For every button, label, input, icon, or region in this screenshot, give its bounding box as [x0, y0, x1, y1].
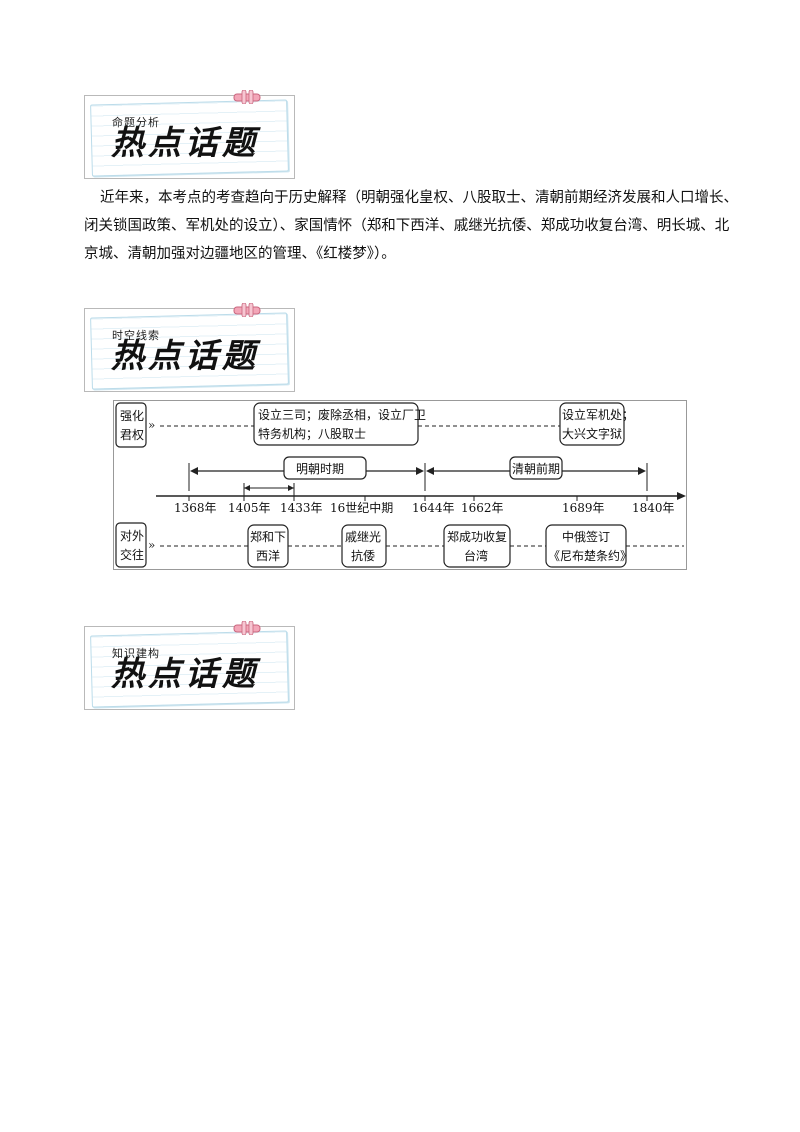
section-banner-analysis: 命题分析 热点话题	[84, 90, 295, 179]
section-banner-knowledge: 知识建构 热点话题	[84, 621, 295, 710]
paperclip-icon	[233, 303, 261, 317]
arrowhead	[244, 485, 250, 491]
top-box-ming	[253, 402, 419, 446]
banner-title: 热点话题	[111, 654, 259, 693]
paperclip-icon	[233, 621, 261, 635]
section-banner-timeline: 时空线索 热点话题	[84, 303, 295, 392]
bottom-box-zhenghe-line1: 郑和下	[250, 529, 286, 544]
bottom-box-zhengchenggong-line1: 郑成功收复	[447, 529, 507, 544]
bottom-box-qijiguang-line2: 抗倭	[351, 548, 375, 563]
bottom-box-nerchinsk-line1: 中俄签订	[562, 529, 610, 544]
arrowhead	[426, 467, 434, 475]
year-1368: 1368年	[174, 501, 217, 515]
row-arrow-top: »	[148, 418, 155, 432]
bottom-box-zhengchenggong-line2: 台湾	[464, 548, 488, 563]
banner-subtitle: 命题分析	[112, 116, 160, 129]
period-label-qing: 清朝前期	[512, 461, 560, 476]
year-1405: 1405年	[228, 501, 271, 515]
year-1662: 1662年	[461, 501, 504, 515]
top-box-qing-line2: 大兴文字狱	[562, 426, 622, 441]
period-label-ming: 明朝时期	[296, 462, 344, 476]
year-1689: 1689年	[562, 501, 605, 515]
banner-title: 热点话题	[111, 336, 259, 375]
arrowhead	[190, 467, 198, 475]
top-box-qing	[559, 402, 625, 446]
top-box-ming-line2: 特务机构；八股取士	[258, 426, 366, 441]
intro-paragraph-text: 近年来，本考点的考查趋向于历史解释（明朝强化皇权、八股取士、清朝前期经济发展和人…	[84, 190, 738, 262]
year-1433: 1433年	[280, 501, 323, 515]
row-label-box-top	[115, 402, 147, 448]
timeline-diagram: 强化 君权 » 设立三司；废除丞相，设立厂卫 特务机构；八股取士 设立军机处； …	[113, 400, 687, 570]
row-label-top-1: 强化	[120, 409, 144, 423]
timeline-svg: 强化 君权 » 设立三司；废除丞相，设立厂卫 特务机构；八股取士 设立军机处； …	[115, 402, 686, 568]
top-box-ming-line1: 设立三司；废除丞相，设立厂卫	[258, 407, 426, 422]
intro-paragraph: 近年来，本考点的考查趋向于历史解释（明朝强化皇权、八股取士、清朝前期经济发展和人…	[84, 184, 740, 268]
top-box-qing-line1: 设立军机处；	[562, 407, 634, 422]
period-label-qing-box	[509, 456, 563, 480]
arrowhead	[288, 485, 294, 491]
bottom-box-qijiguang-line1: 戚继光	[345, 530, 381, 544]
period-label-ming-box	[283, 456, 367, 480]
banner-subtitle: 时空线索	[112, 329, 160, 342]
banner-title: 热点话题	[111, 123, 259, 162]
year-1644: 1644年	[412, 501, 455, 515]
row-label-bottom-1: 对外	[120, 529, 144, 543]
axis-arrowhead	[677, 492, 686, 500]
bottom-box-nerchinsk-line2: 《尼布楚条约》	[548, 548, 632, 563]
arrowhead	[416, 467, 424, 475]
arrowhead	[638, 467, 646, 475]
bottom-box-zhenghe-line2: 西洋	[256, 548, 280, 563]
row-label-top-2: 君权	[120, 428, 144, 442]
paperclip-icon	[233, 90, 261, 104]
banner-subtitle: 知识建构	[112, 647, 160, 660]
year-16th: 16世纪中期	[330, 500, 393, 515]
row-label-bottom-2: 交往	[120, 547, 144, 562]
row-arrow-bottom: »	[148, 538, 155, 552]
row-label-box-bottom	[115, 522, 147, 568]
year-1840: 1840年	[632, 501, 675, 515]
